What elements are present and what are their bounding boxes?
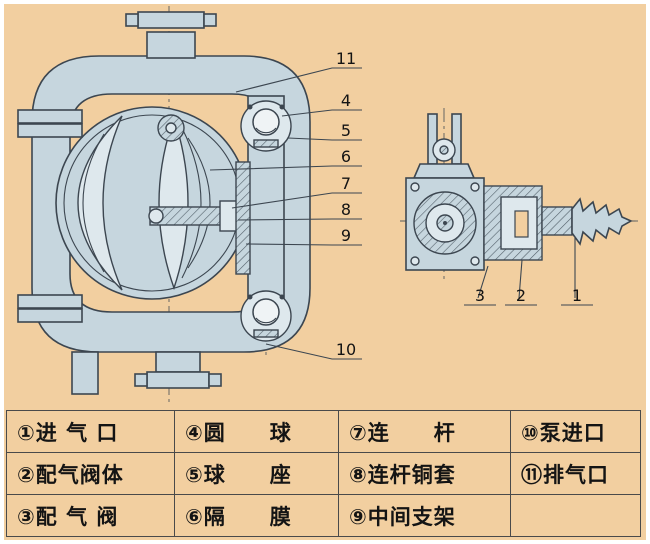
ball <box>252 108 280 136</box>
legend-cell-air-inlet: ①进 气 口 <box>6 410 175 453</box>
callout-6: 6 <box>341 147 351 166</box>
air-inlet-boss-core <box>165 122 177 134</box>
bottom-inlet-flange <box>134 351 222 389</box>
muffler <box>571 197 633 246</box>
legend-cell-middle-bracket: ⑨中间支架 <box>338 494 511 537</box>
support-foot <box>71 351 99 395</box>
dome-contour-line <box>82 133 105 273</box>
callout-4: 4 <box>341 91 351 110</box>
legend-cell-ball: ④圆 球 <box>174 410 339 453</box>
legend-row: ②配气阀体 ⑤球 座 ⑧连杆铜套 ⑪排气口 <box>6 452 641 495</box>
callout-10: 10 <box>336 340 356 359</box>
flange-plate <box>146 371 210 389</box>
callouts-left: 11 4 5 6 7 8 9 10 <box>209 49 362 360</box>
legend-row: ③配 气 阀 ⑥隔 膜 ⑨中间支架 <box>6 494 641 537</box>
leader-9 <box>245 243 362 246</box>
left-flange-lower <box>17 294 83 323</box>
union-plate <box>17 123 83 138</box>
flange-bolt-left <box>134 373 148 387</box>
housing-bolt <box>247 104 253 110</box>
flange-neck <box>155 351 201 373</box>
corner-bolt <box>410 256 420 266</box>
outlet-shaft <box>541 206 573 236</box>
legend-cell-ball-seat: ⑤球 座 <box>174 452 339 495</box>
middle-bracket <box>235 161 251 275</box>
callouts-right: 3 2 1 <box>464 238 593 306</box>
leader-10 <box>265 343 362 360</box>
flange-bolt-right <box>203 13 217 27</box>
legend-cell-pump-inlet: ⑩泵进口 <box>510 410 641 453</box>
rod-end-cap <box>148 208 164 224</box>
clevis-base <box>412 163 476 179</box>
diaphragm <box>158 115 189 291</box>
legend-cell-connecting-rod: ⑦连 杆 <box>338 410 511 453</box>
ball-valve-top <box>240 100 292 152</box>
corner-bolt <box>410 182 420 192</box>
front-section-view: 11 4 5 6 7 8 9 10 <box>17 6 362 406</box>
left-flange-upper <box>17 109 83 138</box>
callout-8: 8 <box>341 200 351 219</box>
union-plate <box>17 294 83 309</box>
valve-body-block <box>405 177 485 271</box>
legend-cell-empty <box>510 494 641 537</box>
air-chamber-rib-2 <box>187 137 211 269</box>
flange-bolt-left <box>125 13 139 27</box>
leader-8 <box>237 218 362 221</box>
top-discharge-flange <box>125 11 217 59</box>
ball-seat <box>253 139 279 148</box>
legend-cell-diaphragm: ⑥隔 膜 <box>174 494 339 537</box>
corner-bolt <box>470 256 480 266</box>
callout-5: 5 <box>341 121 351 140</box>
housing-bolt <box>279 104 285 110</box>
leader-5 <box>287 137 362 141</box>
leader-2 <box>518 259 523 299</box>
ball-shading <box>255 317 277 324</box>
legend-cell-rod-sleeve: ⑧连杆铜套 <box>338 452 511 495</box>
diaphragm-chamber-cover <box>77 115 123 291</box>
callout-2: 2 <box>516 286 526 305</box>
drawing-canvas: 11 4 5 6 7 8 9 10 <box>4 4 646 540</box>
flange-plate <box>137 11 205 29</box>
housing-bolt <box>247 294 253 300</box>
flange-neck <box>146 31 196 59</box>
leader-4 <box>281 109 362 117</box>
leader-6 <box>209 165 362 171</box>
pump-diagram-svg: 11 4 5 6 7 8 9 10 <box>17 6 638 406</box>
union-plate <box>17 308 83 323</box>
leader-7 <box>231 192 362 209</box>
callout-1: 1 <box>572 286 582 305</box>
ball-valve-bottom <box>240 290 292 342</box>
flange-bolt-right <box>208 373 222 387</box>
union-plate <box>17 109 83 124</box>
ball-shading <box>255 127 277 134</box>
callout-11: 11 <box>336 49 356 68</box>
legend-row: ①进 气 口 ④圆 球 ⑦连 杆 ⑩泵进口 <box>6 410 641 453</box>
ball-seat <box>253 329 279 338</box>
ball <box>252 298 280 326</box>
callout-9: 9 <box>341 226 351 245</box>
corner-bolt <box>470 182 480 192</box>
housing-bolt <box>279 294 285 300</box>
parts-legend: ①进 气 口 ④圆 球 ⑦连 杆 ⑩泵进口 ②配气阀体 ⑤球 座 ⑧连杆铜套 ⑪… <box>6 410 641 537</box>
pump-mid-section <box>483 185 543 261</box>
callout-7: 7 <box>341 174 351 193</box>
mid-slot <box>514 210 529 238</box>
legend-cell-air-valve: ③配 气 阀 <box>6 494 175 537</box>
clevis-mount <box>412 113 476 179</box>
clevis-pin-core <box>439 145 449 155</box>
legend-cell-valve-body: ②配气阀体 <box>6 452 175 495</box>
air-chamber-rib-1 <box>181 127 202 279</box>
legend-cell-exhaust-port: ⑪排气口 <box>510 452 641 495</box>
side-view: 3 2 1 <box>400 108 638 306</box>
valve-center-dot <box>443 221 447 225</box>
leader-3 <box>477 265 489 299</box>
callout-3: 3 <box>475 286 485 305</box>
leader-11 <box>235 67 362 93</box>
